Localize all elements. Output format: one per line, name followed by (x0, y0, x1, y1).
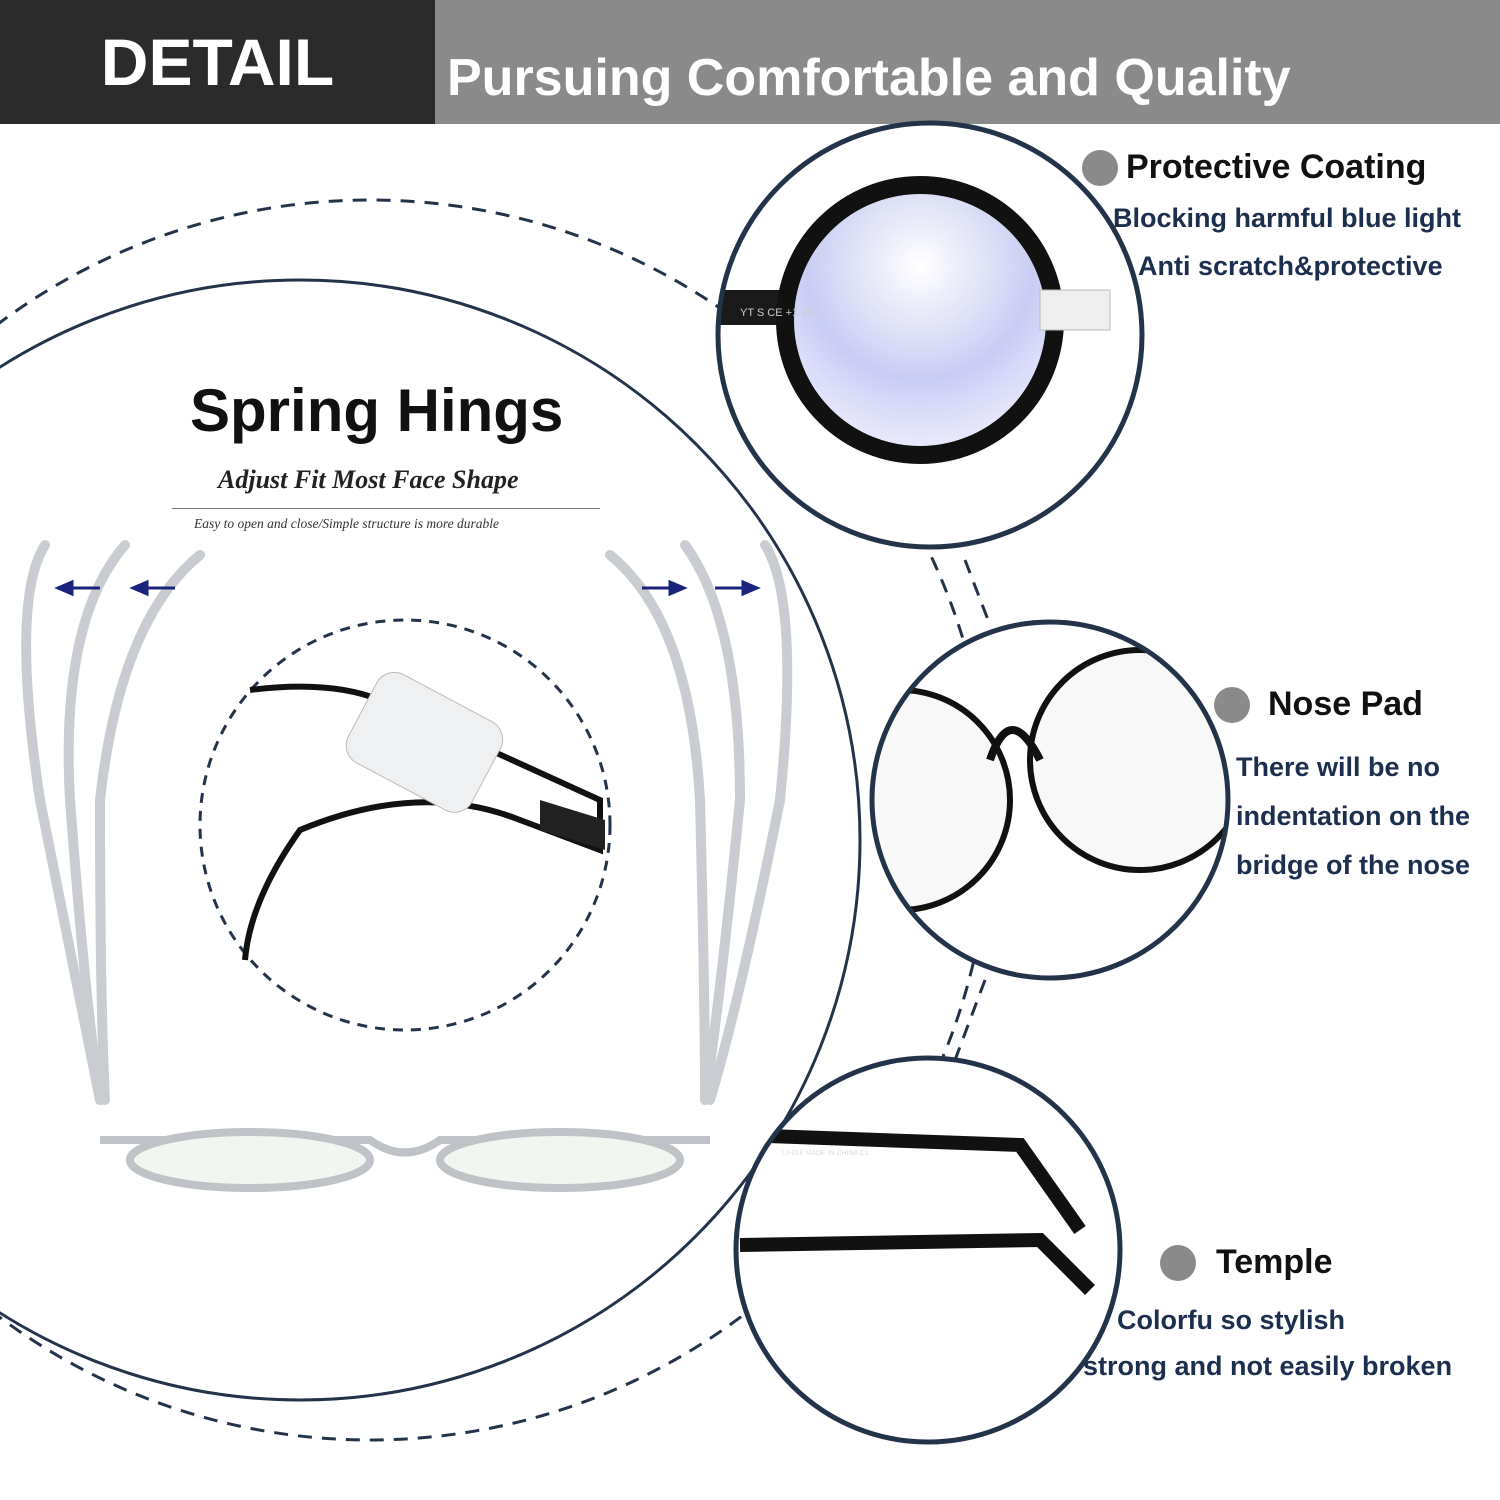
detail-badge: DETAIL (0, 0, 435, 124)
hinge-zoom-dashed (198, 618, 612, 1032)
feature-title: Temple (1216, 1243, 1333, 1281)
feature-protective-coating: Protective Coating (1082, 148, 1426, 187)
feature-nose-pad: Nose Pad (1214, 685, 1423, 724)
temple-photo: LY-018 MADE IN CHINA C1 (736, 1058, 1120, 1442)
feature-line: bridge of the nose (1236, 850, 1471, 880)
coating-photo: YT S CE +1.25 (718, 123, 1142, 547)
spring-hinge-ring (0, 278, 862, 1402)
arrows (54, 579, 761, 597)
bullet-icon (1214, 686, 1250, 723)
temples-left (21, 540, 205, 1105)
lens-marking: YT S CE +1.25 (740, 307, 813, 319)
feature-line: Colorfu so stylish (1117, 1305, 1346, 1335)
coating-ring (715, 120, 1145, 550)
feature-line: There will be no (1236, 752, 1441, 782)
feature-line: indentation on the (1236, 801, 1470, 831)
temples-right (605, 540, 793, 1105)
nose-pad-ring (869, 619, 1231, 981)
tagline-banner: Pursuing Comfortable and Quality (435, 0, 1500, 124)
feature-line: strong and not easily broken (1083, 1351, 1453, 1381)
temple-marking: LY-018 MADE IN CHINA C1 (782, 1150, 869, 1157)
spring-hinge-caption: Easy to open and close/Simple structure … (194, 516, 499, 531)
feature-temple: Temple (1160, 1243, 1333, 1282)
feature-line: Anti scratch&protective (1138, 251, 1443, 281)
divider (172, 508, 600, 509)
spring-hinge-subtitle: Adjust Fit Most Face Shape (218, 465, 519, 494)
bullet-icon (1082, 149, 1118, 186)
bullet-icon (1160, 1244, 1196, 1281)
frame-front (100, 1128, 710, 1192)
nose-pad-photo (872, 622, 1228, 978)
spring-hinge-title: Spring Hings (190, 377, 564, 444)
feature-title: Protective Coating (1126, 148, 1427, 186)
feature-title: Nose Pad (1268, 685, 1423, 723)
feature-line: Blocking harmful blue light (1113, 203, 1462, 233)
temple-ring (733, 1055, 1123, 1445)
